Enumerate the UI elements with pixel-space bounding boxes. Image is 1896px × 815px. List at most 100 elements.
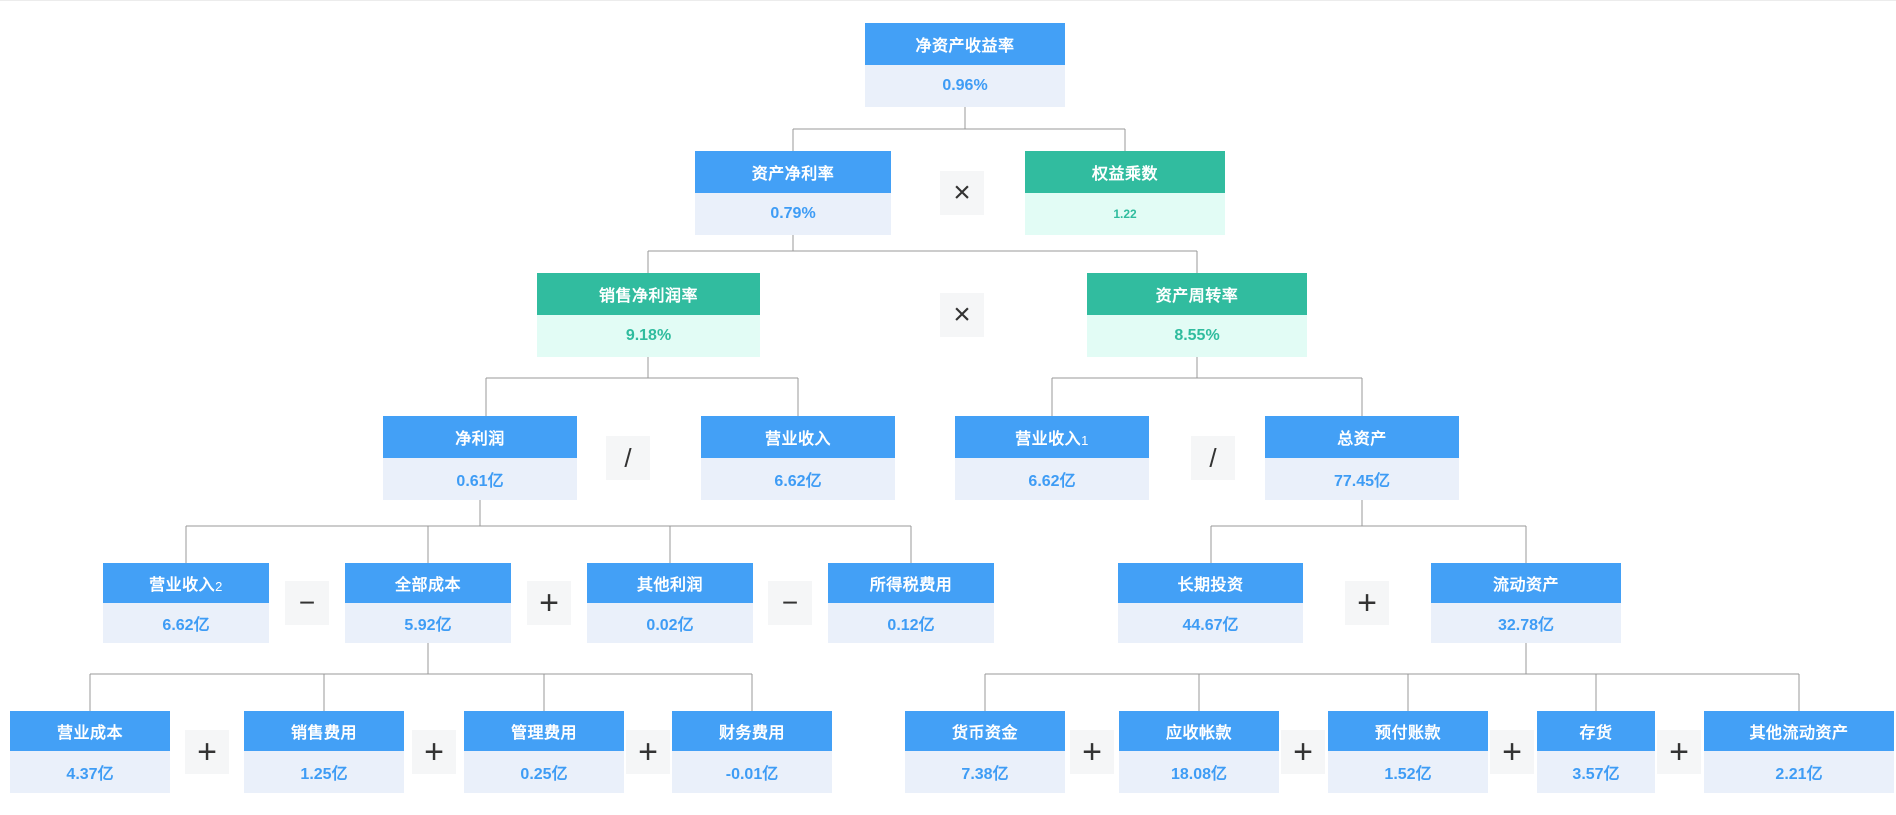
node-accounts-receivable[interactable]: 应收帐款 18.08亿 [1119,711,1279,793]
node-asset-turnover-label: 资产周转率 [1087,273,1307,315]
minus-operator-icon: − [768,581,812,625]
multiply-symbol: × [953,298,971,331]
node-accounts-receivable-label-text: 应收帐款 [1165,725,1232,742]
node-selling-expense[interactable]: 销售费用 1.25亿 [244,711,404,793]
minus-operator-icon: − [285,581,329,625]
node-roa[interactable]: 资产净利率 0.79% [695,151,891,235]
plus-operator-icon: + [626,730,670,774]
node-income-tax[interactable]: 所得税费用 0.12亿 [828,563,994,643]
node-selling-expense-label-text: 销售费用 [290,725,357,742]
divide-operator-icon: / [1191,436,1235,480]
node-roe-value: 0.96% [865,65,1065,107]
node-revenue-value: 6.62亿 [701,458,895,500]
node-inventory-label-text: 存货 [1579,725,1613,742]
node-roa-value: 0.79% [695,193,891,235]
node-revenue[interactable]: 营业收入 6.62亿 [701,416,895,500]
node-selling-expense-value: 1.25亿 [244,751,404,793]
minus-symbol: − [781,587,799,618]
node-cash[interactable]: 货币资金 7.38亿 [905,711,1065,793]
node-prepayments[interactable]: 预付账款 1.52亿 [1328,711,1488,793]
plus-operator-icon: + [1281,730,1325,774]
node-total-cost-value: 5.92亿 [345,603,511,643]
plus-operator-icon: + [1490,730,1534,774]
plus-operator-icon: + [1070,730,1114,774]
node-admin-expense-label: 管理费用 [464,711,624,751]
node-roe[interactable]: 净资产收益率 0.96% [865,23,1065,107]
node-revenue-1-label-suffix: 1 [1081,432,1089,448]
node-net-profit-margin[interactable]: 销售净利润率 9.18% [537,273,760,357]
multiply-symbol: × [953,176,971,209]
minus-symbol: − [298,587,316,618]
node-current-assets[interactable]: 流动资产 32.78亿 [1431,563,1621,643]
node-equity-multiplier-value: 1.22 [1025,193,1225,235]
node-operating-cost[interactable]: 营业成本 4.37亿 [10,711,170,793]
node-other-current-assets[interactable]: 其他流动资产 2.21亿 [1704,711,1894,793]
plus-symbol: + [1082,733,1102,771]
plus-symbol: + [197,733,217,771]
node-accounts-receivable-label: 应收帐款 [1119,711,1279,751]
node-long-term-investment-label: 长期投资 [1118,563,1303,603]
node-revenue-1-value: 6.62亿 [955,458,1149,500]
plus-operator-icon: + [185,730,229,774]
node-total-assets[interactable]: 总资产 77.45亿 [1265,416,1459,500]
node-total-assets-value: 77.45亿 [1265,458,1459,500]
node-finance-expense[interactable]: 财务费用 -0.01亿 [672,711,832,793]
node-equity-multiplier[interactable]: 权益乘数 1.22 [1025,151,1225,235]
node-net-profit-label: 净利润 [383,416,577,458]
node-admin-expense[interactable]: 管理费用 0.25亿 [464,711,624,793]
node-finance-expense-value: -0.01亿 [672,751,832,793]
divide-symbol: / [624,443,632,473]
node-other-profit-value: 0.02亿 [587,603,753,643]
node-revenue-label-text: 营业收入 [764,431,831,448]
node-operating-cost-label-text: 营业成本 [56,725,123,742]
plus-symbol: + [539,584,559,622]
node-net-profit[interactable]: 净利润 0.61亿 [383,416,577,500]
node-other-profit-label: 其他利润 [587,563,753,603]
node-total-assets-label: 总资产 [1265,416,1459,458]
plus-operator-icon: + [412,730,456,774]
node-cash-label: 货币资金 [905,711,1065,751]
node-finance-expense-label: 财务费用 [672,711,832,751]
node-total-cost-label: 全部成本 [345,563,511,603]
node-prepayments-value: 1.52亿 [1328,751,1488,793]
node-other-profit[interactable]: 其他利润 0.02亿 [587,563,753,643]
node-total-cost-label-text: 全部成本 [394,577,461,594]
node-income-tax-label-text: 所得税费用 [869,577,953,594]
node-income-tax-value: 0.12亿 [828,603,994,643]
node-asset-turnover-label-text: 资产周转率 [1155,288,1239,305]
node-roa-label-text: 资产净利率 [751,166,835,183]
node-asset-turnover[interactable]: 资产周转率 8.55% [1087,273,1307,357]
node-other-current-assets-label: 其他流动资产 [1704,711,1894,751]
node-current-assets-label-text: 流动资产 [1492,577,1559,594]
node-net-profit-label-text: 净利润 [455,431,505,448]
node-net-profit-margin-label-text: 销售净利润率 [598,288,698,305]
node-other-current-assets-label-text: 其他流动资产 [1749,725,1849,742]
node-income-tax-label: 所得税费用 [828,563,994,603]
node-equity-multiplier-label: 权益乘数 [1025,151,1225,193]
node-prepayments-label: 预付账款 [1328,711,1488,751]
node-roe-label: 净资产收益率 [865,23,1065,65]
plus-symbol: + [1502,733,1522,771]
node-long-term-investment[interactable]: 长期投资 44.67亿 [1118,563,1303,643]
node-cash-value: 7.38亿 [905,751,1065,793]
multiply-operator-icon: × [940,171,984,215]
node-revenue-1-label-text: 营业收入 [1015,431,1082,448]
node-asset-turnover-value: 8.55% [1087,315,1307,357]
node-net-profit-margin-label: 销售净利润率 [537,273,760,315]
node-net-profit-value: 0.61亿 [383,458,577,500]
plus-symbol: + [1669,733,1689,771]
node-total-cost[interactable]: 全部成本 5.92亿 [345,563,511,643]
node-current-assets-value: 32.78亿 [1431,603,1621,643]
node-roe-label-text: 净资产收益率 [915,38,1015,55]
node-inventory[interactable]: 存货 3.57亿 [1537,711,1655,793]
node-long-term-investment-value: 44.67亿 [1118,603,1303,643]
node-revenue-label: 营业收入 [701,416,895,458]
plus-symbol: + [638,733,658,771]
node-other-profit-label-text: 其他利润 [636,577,703,594]
